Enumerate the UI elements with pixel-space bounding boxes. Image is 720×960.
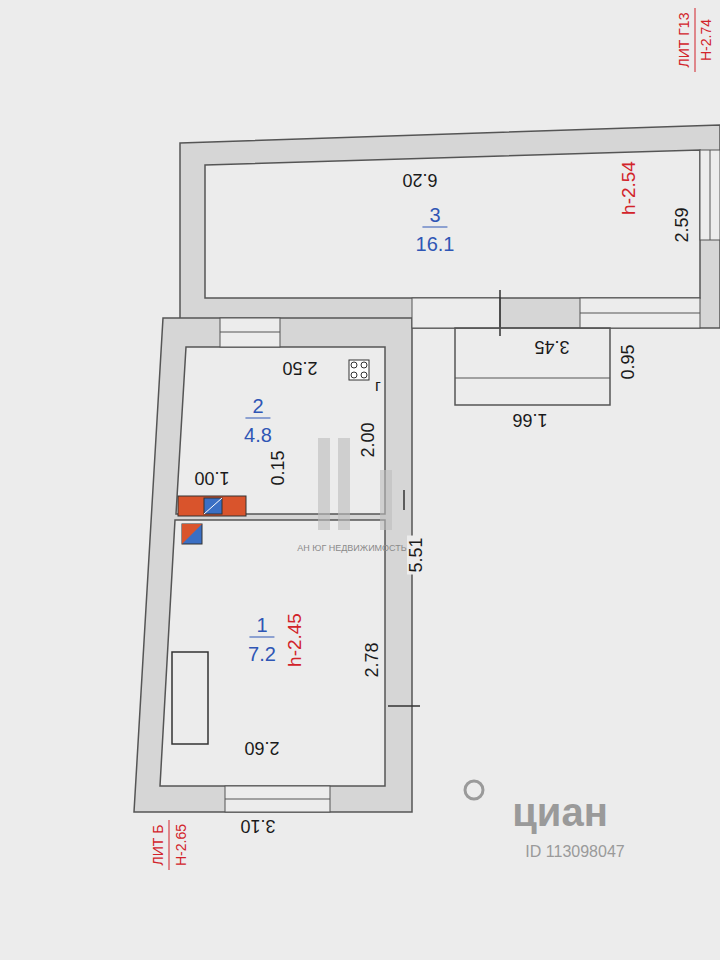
doorway xyxy=(412,298,500,328)
watermark-logo xyxy=(318,438,330,530)
dimension: 2.59 xyxy=(673,205,691,244)
boiler-symbol xyxy=(204,498,222,514)
room-number: 1 xyxy=(249,615,274,638)
building-height: Н-2.74 xyxy=(699,18,713,62)
gas-stove-symbol xyxy=(351,362,357,368)
room-floor xyxy=(205,150,700,298)
window xyxy=(580,313,700,314)
dimension: 6.20 xyxy=(400,171,439,189)
dimension: 2.78 xyxy=(363,640,381,679)
wall xyxy=(134,318,412,812)
gas-stove-symbol xyxy=(361,372,367,378)
window xyxy=(580,298,700,328)
boiler-symbol xyxy=(204,498,222,514)
gas-mark: г xyxy=(375,378,381,394)
boiler-symbol xyxy=(178,496,246,516)
watermark: АН ЮГ НЕДВИЖИМОСТЬ xyxy=(297,544,406,553)
dimension: 1.00 xyxy=(192,469,231,487)
heater-symbol xyxy=(182,524,202,544)
ceiling-height: h-2.45 xyxy=(285,613,304,667)
watermark-logo xyxy=(380,470,392,530)
room-floor xyxy=(160,520,385,786)
window xyxy=(220,318,280,347)
dimension: 0.95 xyxy=(619,342,637,381)
building-letter: ЛИТ Г13 xyxy=(677,12,691,69)
porch-step xyxy=(455,378,610,379)
room-area: 3 16.1 h-2.54 xyxy=(205,158,700,298)
gas-stove-symbol xyxy=(349,360,369,380)
room-number: 2 xyxy=(245,396,270,419)
lit-divider xyxy=(695,8,696,72)
window xyxy=(710,150,711,240)
watermark: ID 113098047 xyxy=(525,844,624,860)
dimension: 0.15 xyxy=(269,448,287,487)
room-area-value: 7.2 xyxy=(248,644,276,664)
window xyxy=(700,150,720,240)
window xyxy=(225,799,330,800)
building-height: Н-2.65 xyxy=(174,823,188,867)
dimension: 3.10 xyxy=(238,817,277,835)
heater-symbol xyxy=(182,524,202,544)
dimension: 2.00 xyxy=(359,420,377,459)
dimension: 2.50 xyxy=(280,359,319,377)
watermark: циан xyxy=(512,792,608,832)
gas-stove-symbol xyxy=(361,362,367,368)
wall xyxy=(180,125,720,328)
room-number: 3 xyxy=(422,205,447,228)
watermark-logo xyxy=(465,781,483,799)
window xyxy=(225,786,330,812)
gas-stove-symbol xyxy=(351,372,357,378)
watermark-logo xyxy=(338,438,350,530)
bath-symbol xyxy=(172,652,208,744)
dimension: 5.51 xyxy=(407,535,425,574)
dimension: 3.45 xyxy=(532,338,571,356)
lit-divider xyxy=(169,820,170,870)
dimension: 1.66 xyxy=(510,411,549,429)
room-area-value: 4.8 xyxy=(244,425,272,445)
room-area-value: 16.1 xyxy=(416,234,455,254)
ceiling-height: h-2.54 xyxy=(619,161,638,215)
dimension-tick xyxy=(403,490,405,510)
dimension-tick xyxy=(499,290,501,336)
window xyxy=(220,332,280,333)
porch-step xyxy=(455,328,610,405)
dimension: 2.60 xyxy=(242,739,281,757)
building-letter: ЛИТ Б xyxy=(151,824,165,867)
dimension-tick xyxy=(388,705,420,707)
room-floor xyxy=(176,347,385,514)
